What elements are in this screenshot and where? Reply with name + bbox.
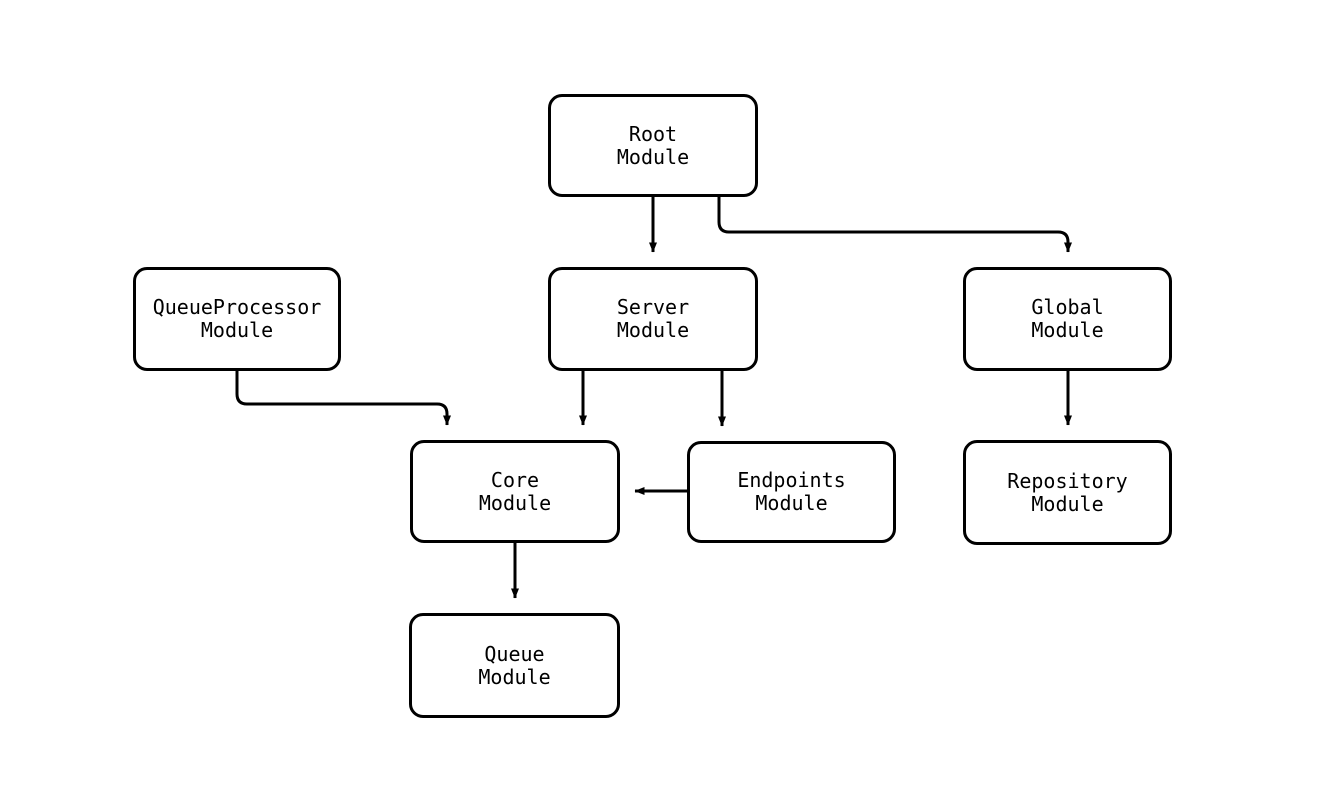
edge-queueprocessor-to-core [235, 371, 451, 426]
node-queueprocessor-module-line2: Module [200, 318, 274, 342]
node-server-module-line1: Server [616, 295, 690, 319]
node-endpoints-module[interactable]: Endpoints Module [687, 441, 896, 543]
node-core-module[interactable]: Core Module [410, 440, 620, 543]
node-server-module[interactable]: Server Module [548, 267, 758, 371]
node-core-module-line2: Module [478, 490, 552, 515]
edge-root-to-global [717, 197, 1072, 253]
node-repository-module-line1: Repository [1007, 468, 1128, 493]
node-repository-module[interactable]: Repository Module [963, 440, 1172, 545]
node-global-module-line1: Global [1031, 295, 1104, 319]
node-queueprocessor-module[interactable]: QueueProcessor Module [133, 267, 341, 371]
node-endpoints-module-line2: Module [755, 491, 828, 515]
node-global-module[interactable]: Global Module [963, 267, 1172, 371]
node-root-module-line2: Module [616, 144, 690, 169]
node-core-module-line1: Core [490, 467, 540, 492]
node-endpoints-module-line1: Endpoints [737, 468, 846, 492]
node-root-module[interactable]: Root Module [548, 94, 758, 197]
node-queue-module-line1: Queue [484, 641, 545, 666]
node-repository-module-line2: Module [1031, 491, 1104, 516]
node-queue-module-line2: Module [478, 664, 551, 689]
node-queue-module[interactable]: Queue Module [409, 613, 620, 718]
node-queueprocessor-module-line1: QueueProcessor [152, 295, 322, 319]
node-global-module-line2: Module [1031, 318, 1104, 342]
node-root-module-line1: Root [628, 121, 678, 146]
node-server-module-line2: Module [616, 318, 690, 342]
